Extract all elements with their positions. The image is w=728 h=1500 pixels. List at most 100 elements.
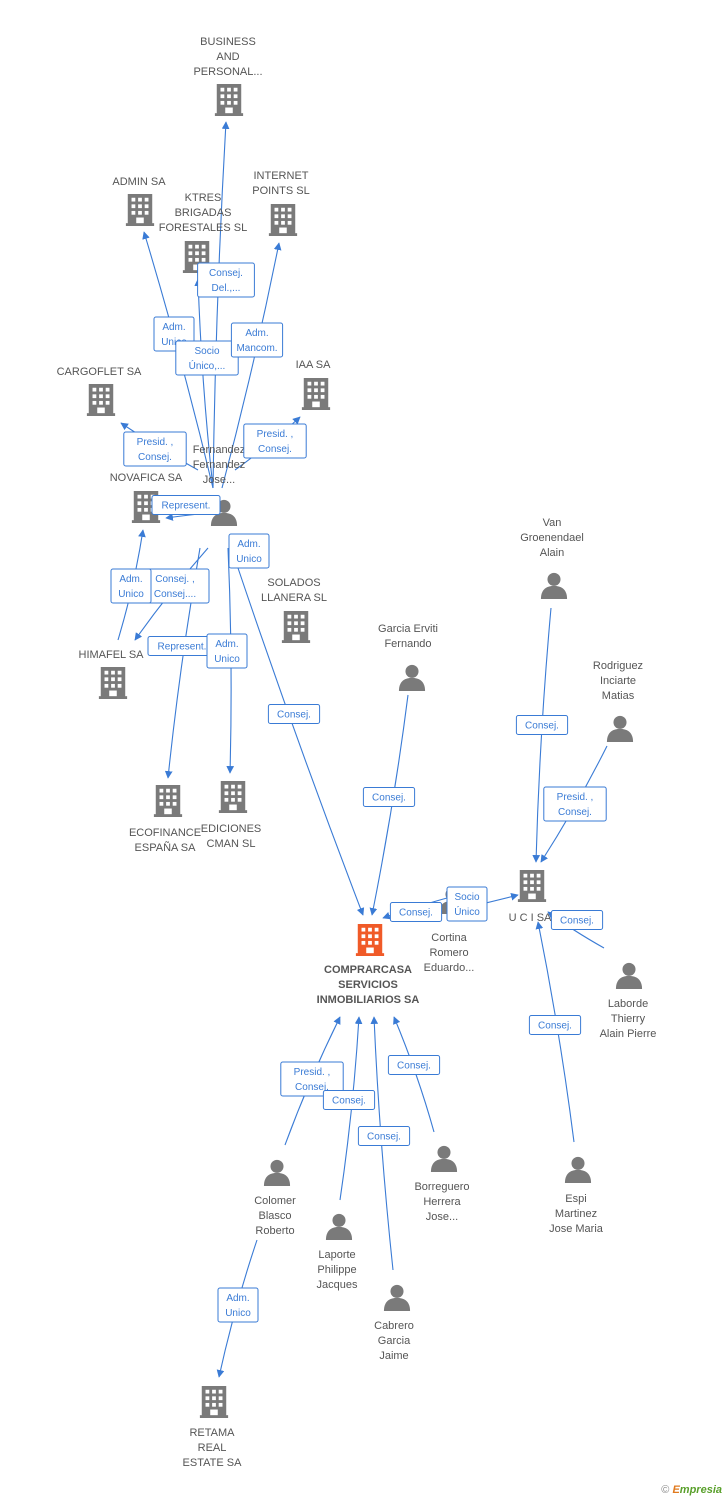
edge-label-text: Presid. , <box>294 1067 331 1078</box>
node-cargoflet[interactable]: CARGOFLET SA <box>57 366 142 416</box>
edge-label[interactable]: Consej. <box>267 704 321 724</box>
copyright-footer: © Empresia <box>661 1484 722 1496</box>
edge-label[interactable]: Represent. <box>147 636 217 656</box>
edge-label-text: Consej.... <box>154 589 196 600</box>
edge-label-text: Consej. <box>277 710 311 721</box>
edge-label-text: Presid. , <box>137 437 174 448</box>
edge-label[interactable]: Adm.Unico <box>217 1287 259 1323</box>
edge-label[interactable]: Consej.Del.,... <box>197 262 255 298</box>
edge-label-box <box>446 886 488 922</box>
edge-label[interactable]: Presid. ,Consej. <box>123 431 187 467</box>
building-icon <box>153 785 183 817</box>
edge-label-text: Consej. <box>397 1061 431 1072</box>
edge-label[interactable]: Represent. <box>151 495 221 515</box>
building-icon <box>125 194 155 226</box>
building-icon <box>301 378 331 410</box>
node-label-line: Matias <box>602 690 635 702</box>
edge-label-text: Mancom. <box>236 343 277 354</box>
node-borreguero[interactable]: BorregueroHerreraJose... <box>414 1145 470 1223</box>
node-label-line: Romero <box>429 947 468 959</box>
edge-label[interactable]: Consej. <box>357 1126 411 1146</box>
edge-label[interactable]: Consej. <box>515 715 569 735</box>
edge-label[interactable]: Consej. <box>528 1015 582 1035</box>
node-label-line: Eduardo... <box>424 962 475 974</box>
edge-label[interactable]: Adm.Mancom. <box>230 322 284 358</box>
edge-label[interactable]: SocioÚnico,... <box>175 340 239 376</box>
person-icon <box>325 1213 353 1240</box>
edge-label[interactable]: Consej. ,Consej.... <box>140 568 210 604</box>
edge-label-text: Unico <box>161 337 187 348</box>
person-icon <box>606 715 634 742</box>
node-fernandez[interactable]: FernandezFernandezJose... <box>193 444 246 526</box>
edge-label-text: Único,... <box>189 359 226 372</box>
building-icon <box>218 781 248 813</box>
node-label-line: SOLADOS <box>267 577 320 589</box>
edge-label-text: Consej. <box>558 807 592 818</box>
building-icon <box>517 870 547 902</box>
node-label-line: KTRES <box>185 192 222 204</box>
edge-label-box <box>197 262 255 298</box>
node-label-line: Jacques <box>317 1279 358 1291</box>
edge-label[interactable]: Adm.Unico <box>206 633 248 669</box>
node-uci[interactable]: U C I SA <box>509 870 552 924</box>
edge-label[interactable]: Consej. <box>387 1055 441 1075</box>
person-icon <box>398 664 426 691</box>
node-label-line: Colomer <box>254 1195 296 1207</box>
node-iaa[interactable]: IAA SA <box>296 359 332 410</box>
node-himafel[interactable]: HIMAFEL SA <box>79 649 145 699</box>
edge-label[interactable]: Adm.Unico <box>110 568 152 604</box>
edge-line <box>212 121 230 489</box>
node-label-line: RETAMA <box>189 1427 235 1439</box>
edge-label-box <box>151 495 221 515</box>
edge-label[interactable]: Consej. <box>550 910 604 930</box>
edge-label[interactable]: Presid. ,Consej. <box>280 1061 344 1097</box>
edge-line <box>194 278 214 489</box>
node-label-line: Alain <box>540 547 564 559</box>
node-label-line: Jose... <box>426 1211 458 1223</box>
edge-label-text: Unico <box>214 654 240 665</box>
edge-label-text: Unico <box>118 589 144 600</box>
edge-label[interactable]: Adm.Unico <box>228 533 270 569</box>
node-label-line: Garcia <box>378 1335 411 1347</box>
edge-label[interactable]: Consej. <box>322 1090 376 1110</box>
node-cortina[interactable]: CortinaRomeroEduardo... <box>424 887 475 974</box>
edge-label[interactable]: Consej. <box>389 902 443 922</box>
node-label-line: Herrera <box>423 1196 461 1208</box>
edge-label[interactable]: Consej. <box>362 787 416 807</box>
node-label-line: Espi <box>565 1193 586 1205</box>
node-business[interactable]: BUSINESSANDPERSONAL... <box>193 36 263 116</box>
edge-label-text: Consej. <box>538 1021 572 1032</box>
edge-label[interactable]: Presid. ,Consej. <box>543 786 607 822</box>
node-label-line: ESTATE SA <box>183 1457 243 1469</box>
edge-label-box <box>230 322 284 358</box>
empresia-logo[interactable]: Empresia <box>672 1484 722 1496</box>
node-label-line: Thierry <box>611 1013 646 1025</box>
node-admin[interactable]: ADMIN SA <box>112 176 166 226</box>
edge-label[interactable]: Presid. ,Consej. <box>243 423 307 459</box>
node-novafica[interactable]: NOVAFICA SA <box>110 472 183 523</box>
edges-layer <box>117 121 608 1378</box>
building-icon <box>98 667 128 699</box>
node-label-line: Garcia Erviti <box>378 623 438 635</box>
edge-label-box <box>322 1090 376 1110</box>
edge-label-box <box>228 533 270 569</box>
edge-label-text: Consej. <box>399 908 433 919</box>
edge-label-text: Del.,... <box>212 283 241 294</box>
node-label-line: Cabrero <box>374 1320 414 1332</box>
